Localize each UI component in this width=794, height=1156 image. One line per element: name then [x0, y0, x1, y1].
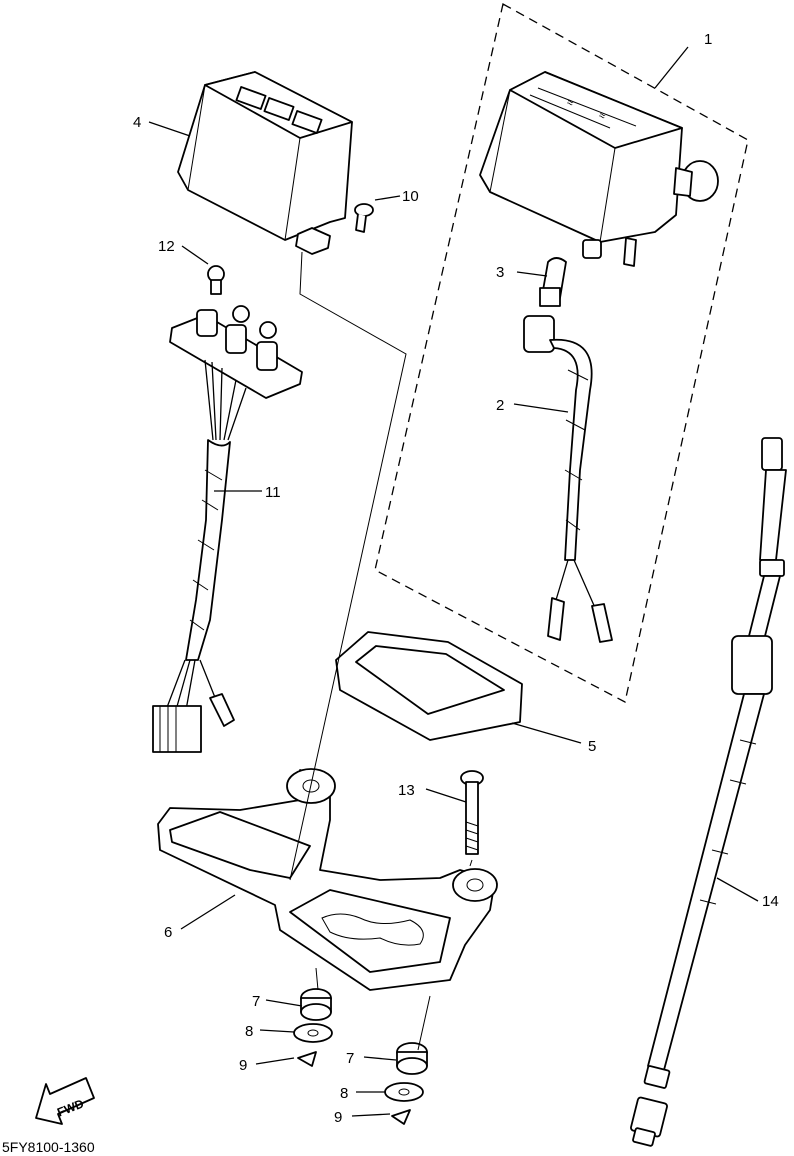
svg-text:≈: ≈ [597, 110, 607, 123]
callout-4: 4 [133, 114, 141, 131]
callout-7a: 7 [252, 993, 260, 1010]
diagram-code: 5FY8100-1360 [2, 1139, 95, 1155]
callout-8a: 8 [245, 1023, 253, 1040]
bracket-6 [157, 768, 498, 991]
speedometer-cable [630, 437, 787, 1147]
socket-harness [152, 305, 303, 753]
callout-12: 12 [158, 238, 175, 255]
callout-5: 5 [588, 738, 596, 755]
callout-3: 3 [496, 264, 504, 281]
hardware-set-lower [384, 1042, 428, 1125]
leader-lines [148, 46, 759, 1117]
gasket-5 [335, 631, 523, 741]
callout-8b: 8 [340, 1085, 348, 1102]
meter-assembly: ≈ ≈ [479, 71, 719, 267]
callout-9b: 9 [334, 1109, 342, 1126]
callout-13: 13 [398, 782, 415, 799]
callout-labels: 1 4 10 12 3 2 11 5 13 14 6 7 8 9 7 8 9 [133, 31, 779, 1126]
meter-housing [177, 71, 353, 255]
callout-2: 2 [496, 397, 504, 414]
callout-10: 10 [402, 188, 419, 205]
callout-9a: 9 [239, 1057, 247, 1074]
bulb-12 [207, 265, 225, 295]
wire-lead [523, 315, 613, 643]
callout-14: 14 [762, 893, 779, 910]
svg-text:≈: ≈ [565, 97, 575, 110]
fwd-arrow-icon: FWD [35, 1077, 95, 1125]
hardware-set-upper [293, 988, 333, 1067]
assembly-boundary [374, 3, 749, 703]
callout-7b: 7 [346, 1050, 354, 1067]
bolt-13 [460, 770, 484, 855]
screw-10 [354, 203, 374, 233]
bulb-3 [539, 257, 567, 307]
callout-6: 6 [164, 924, 172, 941]
callout-1: 1 [704, 31, 712, 48]
callout-11: 11 [265, 484, 281, 501]
